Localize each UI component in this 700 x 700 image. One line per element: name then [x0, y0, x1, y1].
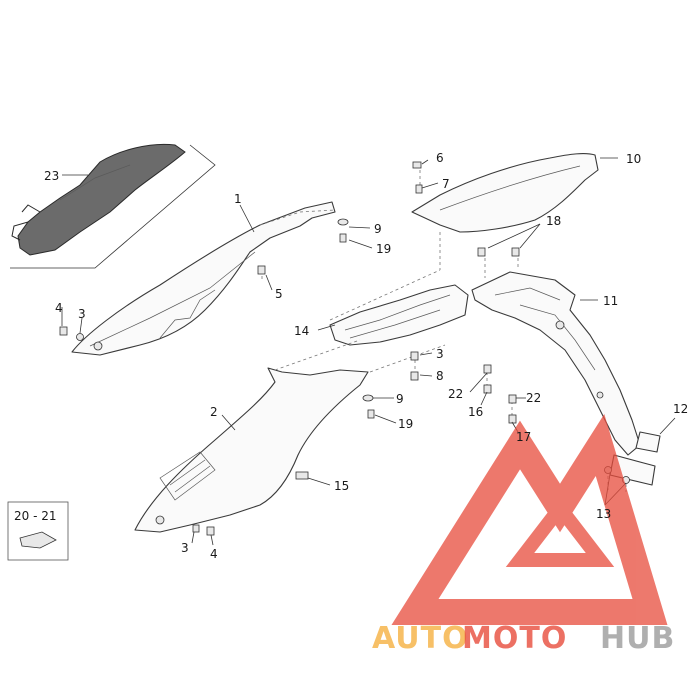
part-2-side-fairing — [134, 367, 369, 533]
callout-8: 8 — [436, 369, 444, 383]
callout-6: 6 — [436, 151, 444, 165]
callout-5: 5 — [275, 287, 283, 301]
callout-9b: 9 — [396, 392, 404, 406]
callout-17: 17 — [516, 430, 531, 444]
inset-box-20-21 — [7, 501, 69, 561]
callout-15: 15 — [334, 479, 349, 493]
callout-12: 12 — [673, 402, 688, 416]
callout-23: 23 — [44, 169, 59, 183]
watermark-text-auto: AUTO — [372, 621, 469, 656]
callout-4a: 4 — [55, 301, 63, 315]
callout-19a: 19 — [376, 242, 391, 256]
callout-13: 13 — [596, 507, 611, 521]
watermark-text: AUTO MOTO HUB — [372, 621, 675, 656]
callout-3c: 3 — [181, 541, 189, 555]
part-11-plate-bracket — [471, 271, 641, 456]
watermark-text-moto: MOTO — [462, 621, 567, 656]
callout-1: 1 — [234, 192, 242, 206]
watermark-logo — [391, 413, 668, 625]
callout-14: 14 — [294, 324, 309, 338]
callout-7: 7 — [442, 177, 450, 191]
callout-3b: 3 — [436, 347, 444, 361]
callouts: 23 1 4 3 5 6 7 10 9 19 18 11 14 3 8 9 19… — [14, 151, 688, 561]
watermark-text-hub: HUB — [600, 621, 675, 656]
callout-16: 16 — [468, 405, 483, 419]
callout-10: 10 — [626, 152, 641, 166]
callout-9a: 9 — [374, 222, 382, 236]
hardware — [59, 161, 630, 536]
callout-4b: 4 — [210, 547, 218, 561]
part-23-rear-hugger — [11, 143, 186, 256]
watermark-inner-icon — [505, 496, 615, 567]
callout-19b: 19 — [398, 417, 413, 431]
callout-18: 18 — [546, 214, 561, 228]
inset-frame-23 — [10, 144, 216, 269]
callout-20-21: 20 - 21 — [14, 509, 57, 523]
callout-11: 11 — [603, 294, 618, 308]
callout-22b: 22 — [526, 391, 541, 405]
part-1-side-panel — [71, 201, 336, 356]
callout-22a: 22 — [448, 387, 463, 401]
callout-3a: 3 — [78, 307, 86, 321]
part-14-center-tray — [329, 284, 469, 346]
callout-2: 2 — [210, 405, 218, 419]
part-10-tail-cover — [411, 153, 599, 233]
watermark-triangle-icon — [391, 413, 668, 625]
